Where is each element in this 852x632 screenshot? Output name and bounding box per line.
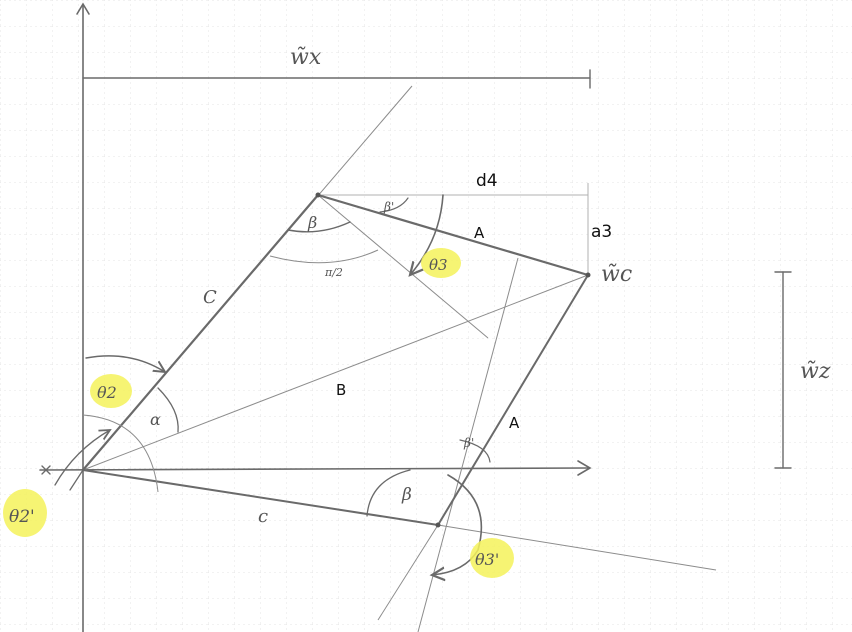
x-axis xyxy=(39,467,589,471)
diagonal-B xyxy=(82,274,589,471)
highlights xyxy=(3,248,514,578)
axes xyxy=(39,2,592,632)
label-alpha: α xyxy=(150,410,161,429)
label-beta-lower: β xyxy=(401,485,412,505)
z-axis-arrow-icon xyxy=(76,2,90,15)
label-wx: w̃x xyxy=(290,45,322,70)
label-theta2: θ2 xyxy=(97,383,117,402)
theta3-prime-highlight xyxy=(470,538,514,578)
joint-wc xyxy=(585,272,591,278)
beta-prime-lower-arc xyxy=(459,439,491,463)
joint-lower xyxy=(435,522,441,528)
lower-extension-line xyxy=(437,524,717,571)
origin-arc xyxy=(82,414,159,493)
theta2-highlight xyxy=(90,374,132,408)
label-pi-over-2: π/2 xyxy=(324,266,343,279)
label-c: c xyxy=(258,506,268,527)
link-A-top xyxy=(316,193,590,277)
main-links xyxy=(81,192,591,528)
theta3-highlight xyxy=(421,248,461,278)
theta2-arrow xyxy=(85,355,165,372)
label-A-right: A xyxy=(509,414,520,432)
beta-top-arc xyxy=(287,221,351,233)
label-beta-top: β xyxy=(307,213,317,232)
label-A-top: A xyxy=(474,224,485,242)
label-d4: d4 xyxy=(476,171,498,191)
origin-cross-icon xyxy=(41,465,51,475)
beta-lower-arc xyxy=(366,469,411,517)
theta3-arrow xyxy=(410,194,444,275)
link-A-right xyxy=(437,274,589,526)
x-axis-arrow-icon xyxy=(577,460,592,476)
alpha-arc xyxy=(157,387,179,433)
theta2-prime-arrow xyxy=(54,430,110,486)
link-c-lower xyxy=(82,469,439,526)
label-theta3: θ3 xyxy=(429,256,448,274)
beta-prime-top-arc xyxy=(379,197,409,213)
label-wc: w̃c xyxy=(601,262,632,287)
joint-top xyxy=(315,192,321,198)
lower-extension-line-2 xyxy=(377,524,439,621)
label-theta2-prime: θ2' xyxy=(9,507,35,527)
label-a3: a3 xyxy=(591,222,612,242)
theta2-prime-tick xyxy=(69,469,84,491)
labels: w̃x w̃z w̃c d4 a3 A A B C c β β' π/2 α β… xyxy=(9,45,831,569)
pi-over-2-arc xyxy=(269,249,379,264)
label-beta-prime-top: β' xyxy=(383,200,394,214)
label-wz: w̃z xyxy=(800,359,831,384)
perpendicular-line xyxy=(317,194,489,339)
label-B: B xyxy=(336,381,346,399)
label-theta3-prime: θ3' xyxy=(475,550,499,569)
link-C xyxy=(81,193,320,472)
theta2-prime-highlight xyxy=(3,489,47,537)
label-C: C xyxy=(203,287,217,308)
label-beta-prime-lower: β' xyxy=(463,436,474,450)
dimension-lines xyxy=(82,69,792,469)
